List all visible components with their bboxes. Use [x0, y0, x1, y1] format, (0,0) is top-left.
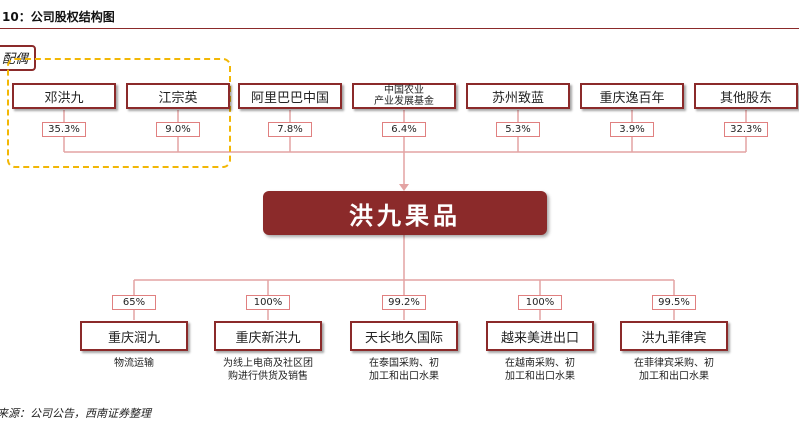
subsidiary-box: 天长地久国际	[350, 321, 458, 351]
company-box: 洪九果品	[263, 191, 547, 235]
subsidiary-description: 在越南采购、初 加工和出口水果	[505, 358, 575, 382]
shareholding-pct: 7.8%	[268, 122, 312, 137]
subsidiary-box: 洪九菲律宾	[620, 321, 728, 351]
shareholder-box: 苏州致蓝	[466, 83, 570, 109]
shareholding-pct: 5.3%	[496, 122, 540, 137]
shareholding-pct: 32.3%	[724, 122, 768, 137]
subsidiary-pct: 65%	[112, 295, 156, 310]
subsidiary-box: 重庆润九	[80, 321, 188, 351]
subsidiary-description: 在泰国采购、初 加工和出口水果	[369, 358, 439, 382]
subsidiary-pct: 99.2%	[382, 295, 426, 310]
spouse-group-outline	[7, 58, 231, 168]
shareholder-box: 重庆逸百年	[580, 83, 684, 109]
shareholding-pct: 3.9%	[610, 122, 654, 137]
shareholder-box: 江宗英	[126, 83, 230, 109]
shareholder-box: 中国农业 产业发展基金	[352, 83, 456, 109]
subsidiary-pct: 100%	[246, 295, 290, 310]
title-divider	[0, 28, 799, 29]
shareholding-pct: 6.4%	[382, 122, 426, 137]
subsidiary-description: 为线上电商及社区团 购进行供货及销售	[223, 358, 313, 382]
shareholding-pct: 9.0%	[156, 122, 200, 137]
shareholder-box: 邓洪九	[12, 83, 116, 109]
shareholding-pct: 35.3%	[42, 122, 86, 137]
subsidiary-pct: 100%	[518, 295, 562, 310]
subsidiary-description: 在菲律宾采购、初 加工和出口水果	[634, 358, 714, 382]
shareholder-box: 阿里巴巴中国	[238, 83, 342, 109]
subsidiary-pct: 99.5%	[652, 295, 696, 310]
subsidiary-box: 越来美进出口	[486, 321, 594, 351]
subsidiary-description: 物流运输	[114, 358, 154, 369]
source-note: 料来源：公司公告，西南证券整理	[0, 407, 151, 420]
subsidiary-box: 重庆新洪九	[214, 321, 322, 351]
figure-title: 10：公司股权结构图	[2, 10, 115, 24]
shareholder-box: 其他股东	[694, 83, 798, 109]
